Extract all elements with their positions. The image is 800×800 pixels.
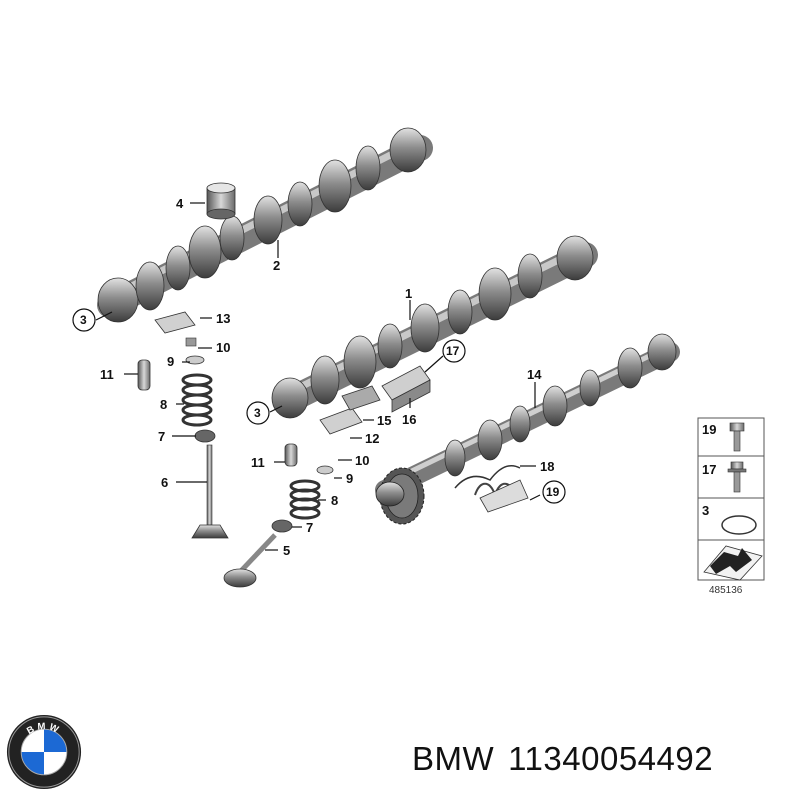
gasket-arrow-icon (703, 545, 763, 581)
callout-8b: 8 (331, 493, 338, 508)
bolt-icon (729, 422, 745, 452)
callout-18: 18 (540, 459, 554, 474)
callout-1: 1 (405, 286, 412, 301)
flange-bolt-icon (727, 461, 747, 493)
callout-8a: 8 (160, 397, 167, 412)
spring-assembly-part-18 (454, 465, 529, 513)
callout-circle-3a (72, 308, 96, 332)
valve-spring-left (181, 373, 213, 427)
valve-assembly-middle (223, 385, 381, 588)
callout-3b: 3 (254, 406, 261, 420)
callout-19: 19 (546, 485, 560, 499)
valve-spring-middle (289, 479, 321, 520)
callout-11b: 11 (251, 455, 265, 470)
callout-6: 6 (161, 475, 168, 490)
callout-13: 13 (216, 311, 230, 326)
brand-name: BMW (412, 740, 495, 777)
diagram-reference-number: 485136 (709, 585, 743, 596)
part-number: 11340054492 (508, 740, 714, 777)
bmw-logo-icon: BMW (6, 714, 82, 790)
callout-17: 17 (446, 344, 460, 358)
callout-2: 2 (273, 258, 280, 273)
camshaft-1 (271, 235, 598, 419)
callout-7a: 7 (158, 429, 165, 444)
callout-4: 4 (176, 196, 184, 211)
legend-label-3: 3 (702, 503, 709, 518)
callout-10b: 10 (355, 453, 369, 468)
bushing-part-4 (206, 182, 236, 220)
bracket-part-16 (381, 365, 431, 413)
callout-9b: 9 (346, 471, 353, 486)
callout-16: 16 (402, 412, 416, 427)
o-ring-icon (721, 515, 757, 535)
callout-7b: 7 (306, 520, 313, 535)
logo-text: BMW (25, 721, 60, 737)
callout-circle-19 (542, 480, 566, 504)
callout-15: 15 (377, 413, 391, 428)
svg-text:BMW: BMW (25, 721, 63, 737)
callout-11a: 11 (100, 367, 114, 382)
callout-labels: 4 2 3 13 10 9 11 8 7 6 1 3 17 15 16 12 1… (72, 196, 566, 558)
sprocket (375, 467, 425, 525)
parts-legend-box: 19 17 3 (697, 417, 765, 581)
leader-lines (95, 202, 541, 551)
callout-12: 12 (365, 431, 379, 446)
legend-label-19: 19 (702, 422, 716, 437)
legend-label-17: 17 (702, 462, 716, 477)
brand-and-part-number: BMW 11340054492 (412, 740, 727, 778)
callout-10a: 10 (216, 340, 230, 355)
callout-circle-17 (442, 339, 466, 363)
callout-14: 14 (527, 367, 542, 382)
camshaft-2 (97, 127, 433, 323)
callout-circle-3b (246, 401, 270, 425)
callout-9a: 9 (167, 354, 174, 369)
camshaft-14 (375, 333, 680, 525)
valve-assembly-left (137, 311, 229, 539)
callout-3a: 3 (80, 313, 87, 327)
callout-5: 5 (283, 543, 290, 558)
